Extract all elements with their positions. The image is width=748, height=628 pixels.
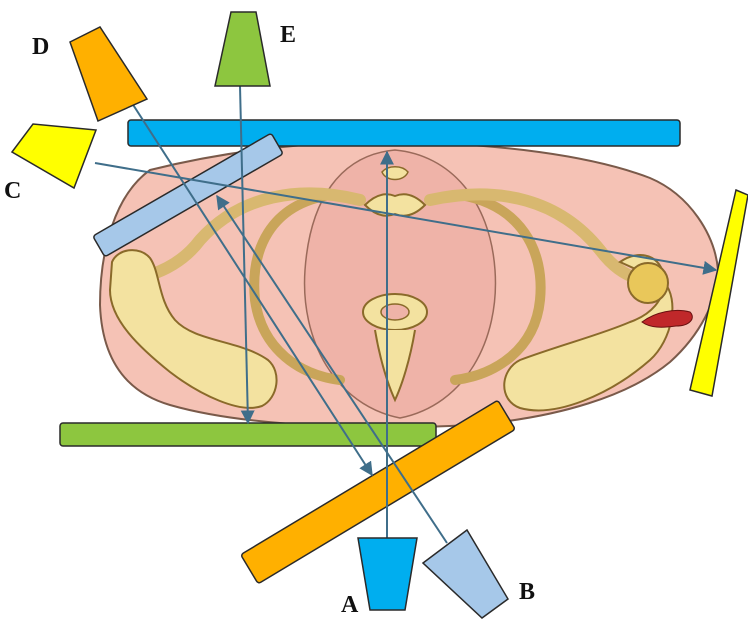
- x-ray-tube-c: [12, 124, 96, 188]
- label-e: E: [280, 22, 296, 48]
- right-femoral-head: [628, 263, 668, 303]
- label-d: D: [32, 34, 49, 60]
- label-b: B: [519, 579, 535, 605]
- label-a: A: [341, 592, 359, 618]
- x-ray-tube-e: [215, 12, 270, 86]
- detector-plate-a: [128, 120, 680, 146]
- label-c: C: [4, 178, 21, 204]
- x-ray-tube-a: [358, 538, 417, 610]
- x-ray-tube-b: [423, 530, 508, 618]
